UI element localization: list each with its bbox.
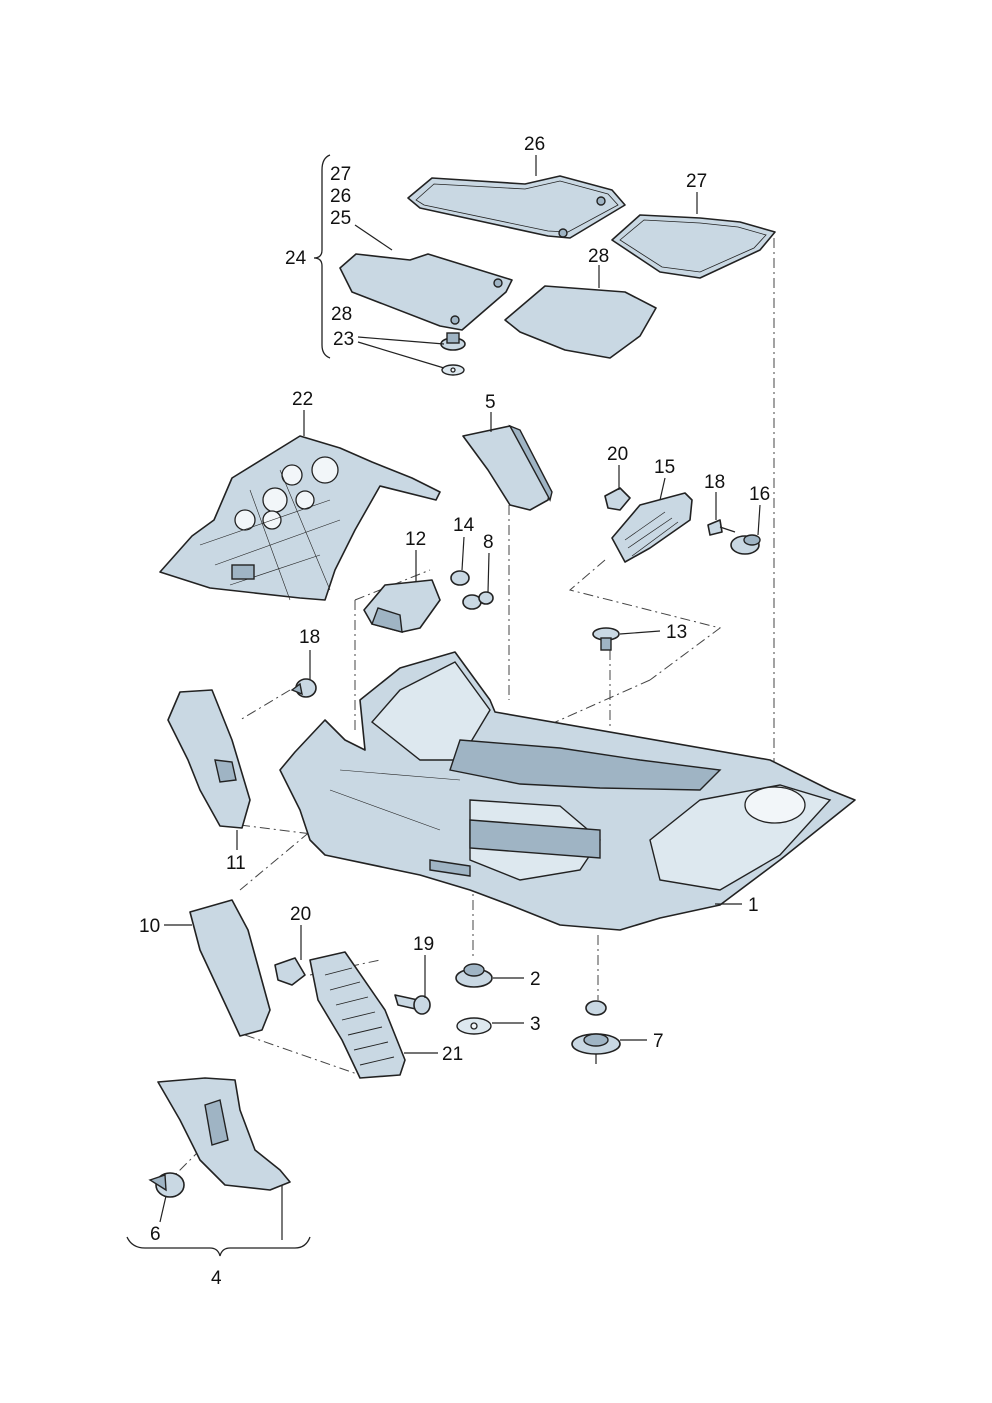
callout-4: 4 — [211, 1268, 222, 1289]
callout-15: 15 — [654, 457, 675, 478]
callout-21: 21 — [442, 1044, 463, 1065]
callout-1: 1 — [748, 895, 759, 916]
brace-group-24 — [313, 154, 331, 359]
callout-7: 7 — [653, 1031, 664, 1052]
callout-3: 3 — [530, 1014, 541, 1035]
storage-compartment[interactable] — [611, 492, 693, 563]
callout-26-list: 26 — [330, 186, 351, 207]
callout-23: 23 — [333, 329, 354, 350]
callout-20-lower: 20 — [290, 904, 311, 925]
callout-13: 13 — [666, 622, 687, 643]
callout-18-lower: 18 — [299, 627, 320, 648]
callout-25: 25 — [330, 208, 351, 229]
screw-part-18-upper[interactable] — [707, 519, 736, 536]
clip-part-8[interactable] — [462, 591, 494, 610]
callout-10: 10 — [139, 916, 160, 937]
screw-part-18-lower[interactable] — [290, 678, 317, 698]
pillar-trim[interactable] — [462, 424, 553, 511]
callout-27-mat: 27 — [686, 171, 707, 192]
insulation-panel[interactable] — [159, 435, 441, 601]
clip-part-20-lower[interactable] — [274, 957, 306, 986]
clip-part-6[interactable] — [148, 1172, 185, 1198]
callout-14: 14 — [453, 515, 475, 536]
callout-22: 22 — [292, 389, 313, 410]
floor-mat-front-left[interactable] — [407, 175, 626, 239]
brace-group-4 — [126, 1236, 311, 1257]
callout-6: 6 — [150, 1224, 161, 1245]
callout-12: 12 — [405, 529, 426, 550]
callout-5: 5 — [485, 392, 496, 413]
floor-mat-rear-right[interactable] — [504, 285, 657, 359]
callout-labels: 1 2 3 4 5 6 7 8 10 11 12 13 14 15 16 18 … — [139, 134, 770, 1289]
fastener-part-7[interactable] — [571, 1000, 621, 1064]
callout-19: 19 — [413, 934, 434, 955]
cap-part-16[interactable] — [730, 534, 761, 555]
screw-part-19[interactable] — [394, 994, 431, 1015]
callout-27-list: 27 — [330, 164, 351, 185]
floor-mat-front-right[interactable] — [611, 214, 776, 279]
footrest-part-4[interactable] — [157, 1077, 291, 1191]
callout-20-upper: 20 — [607, 444, 628, 465]
callout-28-mat: 28 — [588, 246, 609, 267]
floor-carpet[interactable] — [279, 651, 856, 931]
clip-part-20-upper[interactable] — [604, 487, 631, 511]
side-trim-part-10[interactable] — [189, 899, 271, 1037]
clip-part-14[interactable] — [450, 570, 470, 586]
callout-18-upper: 18 — [704, 472, 725, 493]
floor-mat-rear-left[interactable] — [339, 253, 513, 331]
callout-11: 11 — [226, 853, 246, 874]
fastener-part-2[interactable] — [455, 963, 493, 988]
callout-2: 2 — [530, 969, 541, 990]
leader-lines — [159, 155, 761, 1240]
callout-8: 8 — [483, 532, 494, 553]
callout-24: 24 — [285, 248, 307, 269]
bracket-part-12[interactable] — [363, 579, 441, 633]
side-trim-part-11[interactable] — [167, 689, 251, 829]
mat-clip[interactable] — [440, 332, 466, 376]
callout-28-list: 28 — [331, 304, 352, 325]
sill-panel-part-21[interactable] — [309, 951, 406, 1079]
callout-26-mat: 26 — [524, 134, 545, 155]
callout-16: 16 — [749, 484, 770, 505]
clip-part-13[interactable] — [592, 627, 620, 651]
washer-part-3[interactable] — [456, 1017, 492, 1035]
